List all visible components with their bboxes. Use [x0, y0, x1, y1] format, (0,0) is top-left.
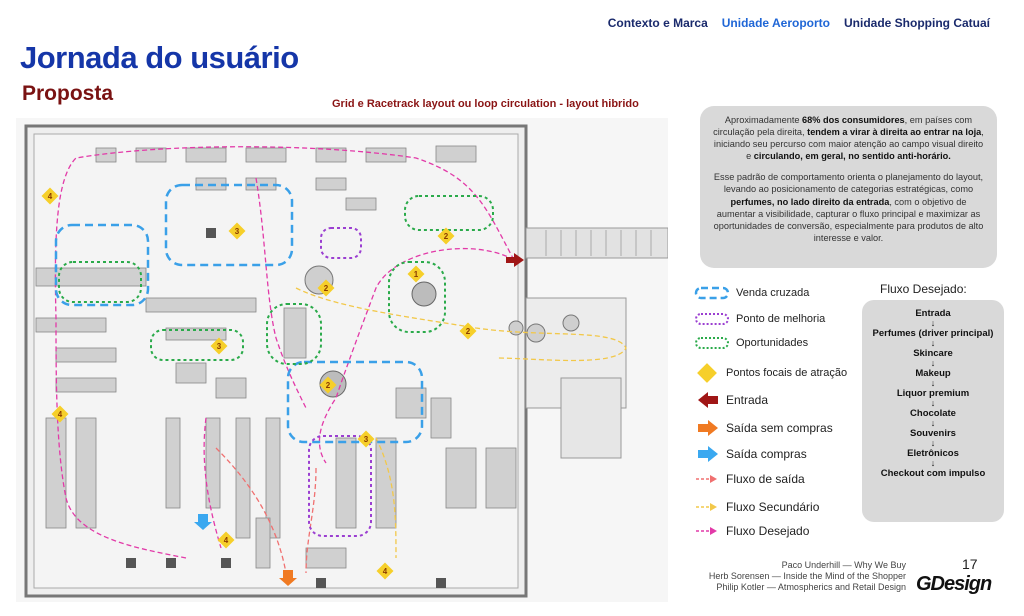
info-paragraph-2: Esse padrão de comportamento orienta o p…: [713, 172, 984, 243]
fluxo-step: Skincare: [913, 348, 953, 359]
focal-marker: 4: [224, 536, 229, 545]
focal-marker: 2: [444, 232, 449, 241]
reference-line: Philip Kotler — Atmospherics and Retail …: [716, 582, 906, 592]
legend-ponto-melhoria: Ponto de melhoria: [694, 312, 825, 326]
pink-flow-arrow-icon: [696, 527, 717, 535]
yellow-diamond-icon: [697, 363, 717, 383]
down-arrow-icon: ↓: [930, 318, 936, 328]
dotted-rounded-purple-icon: [695, 313, 729, 325]
nav-unidade-shopping[interactable]: Unidade Shopping Catuaí: [844, 16, 990, 30]
down-arrow-icon: ↓: [930, 398, 936, 408]
blue-arrow-icon: [698, 446, 718, 462]
down-arrow-icon: ↓: [930, 438, 936, 448]
fluxo-steps-box: Entrada ↓ Perfumes (driver principal) ↓ …: [862, 300, 1004, 522]
focal-marker: 4: [383, 567, 388, 576]
fluxo-title: Fluxo Desejado:: [880, 282, 967, 296]
references: Paco Underhill — Why We Buy Herb Sorense…: [709, 560, 906, 593]
nav-contexto-marca[interactable]: Contexto e Marca: [607, 16, 708, 30]
top-nav: Contexto e Marca Unidade Aeroporto Unida…: [608, 16, 990, 30]
fluxo-step: Checkout com impulso: [880, 468, 986, 479]
page-title: Jornada do usuário: [20, 40, 299, 75]
focal-marker: 2: [326, 381, 331, 390]
legend-pontos-focais: Pontos focais de atração: [694, 362, 847, 384]
focal-marker: 3: [364, 435, 369, 444]
info-box: Aproximadamente 68% dos consumidores, em…: [700, 106, 997, 268]
down-arrow-icon: ↓: [930, 418, 936, 428]
nav-unidade-aeroporto[interactable]: Unidade Aeroporto: [721, 16, 830, 30]
entrance-arrow-icon: [698, 392, 718, 408]
page-number: 17: [962, 556, 978, 572]
red-flow-arrow-icon: [696, 475, 717, 483]
layout-caption: Grid e Racetrack layout ou loop circulat…: [332, 98, 639, 110]
down-arrow-icon: ↓: [930, 338, 936, 348]
fluxo-step: Souvenirs: [910, 428, 956, 439]
reference-line: Paco Underhill — Why We Buy: [781, 560, 906, 570]
legend-oportunidades: Oportunidades: [694, 336, 808, 350]
legend-fluxo-secundario: Fluxo Secundário: [694, 500, 819, 514]
fluxo-step: Liquor premium: [896, 388, 970, 399]
legend-fluxo-desejado: Fluxo Desejado: [694, 524, 809, 538]
legend-venda-cruzada: Venda cruzada: [694, 286, 809, 300]
fluxo-step: Chocolate: [910, 408, 956, 419]
fluxo-step: Eletrônicos: [907, 448, 959, 459]
dashed-rounded-blue-icon: [694, 286, 730, 300]
focal-marker: 4: [48, 192, 53, 201]
focal-marker: 2: [466, 327, 471, 336]
legend-saida-compras: Saída compras: [694, 444, 807, 464]
focal-marker: 4: [58, 410, 63, 419]
floor-plan: 4 3 2 1 2 2 3 2 4 3 4 4: [16, 118, 668, 602]
info-paragraph-1: Aproximadamente 68% dos consumidores, em…: [713, 115, 984, 162]
down-arrow-icon: ↓: [930, 458, 936, 468]
orange-arrow-icon: [698, 420, 718, 436]
legend-saida-sem-compras: Saída sem compras: [694, 418, 833, 438]
focal-marker: 3: [235, 227, 240, 236]
page-subtitle: Proposta: [22, 82, 114, 105]
dotted-rounded-green-icon: [695, 337, 729, 349]
focal-marker: 1: [414, 270, 419, 279]
fluxo-step: Perfumes (driver principal): [872, 328, 994, 339]
down-arrow-icon: ↓: [930, 358, 936, 368]
reference-line: Herb Sorensen — Inside the Mind of the S…: [708, 571, 906, 581]
fluxo-step: Makeup: [915, 368, 951, 379]
down-arrow-icon: ↓: [930, 378, 936, 388]
fluxo-step: Entrada: [915, 308, 951, 319]
focal-marker: 2: [324, 284, 329, 293]
yellow-flow-arrow-icon: [696, 503, 717, 511]
gdesign-logo: GDesign: [916, 573, 992, 595]
legend-entrada: Entrada: [694, 390, 768, 410]
focal-marker: 3: [217, 342, 222, 351]
legend-fluxo-saida: Fluxo de saída: [694, 472, 805, 486]
